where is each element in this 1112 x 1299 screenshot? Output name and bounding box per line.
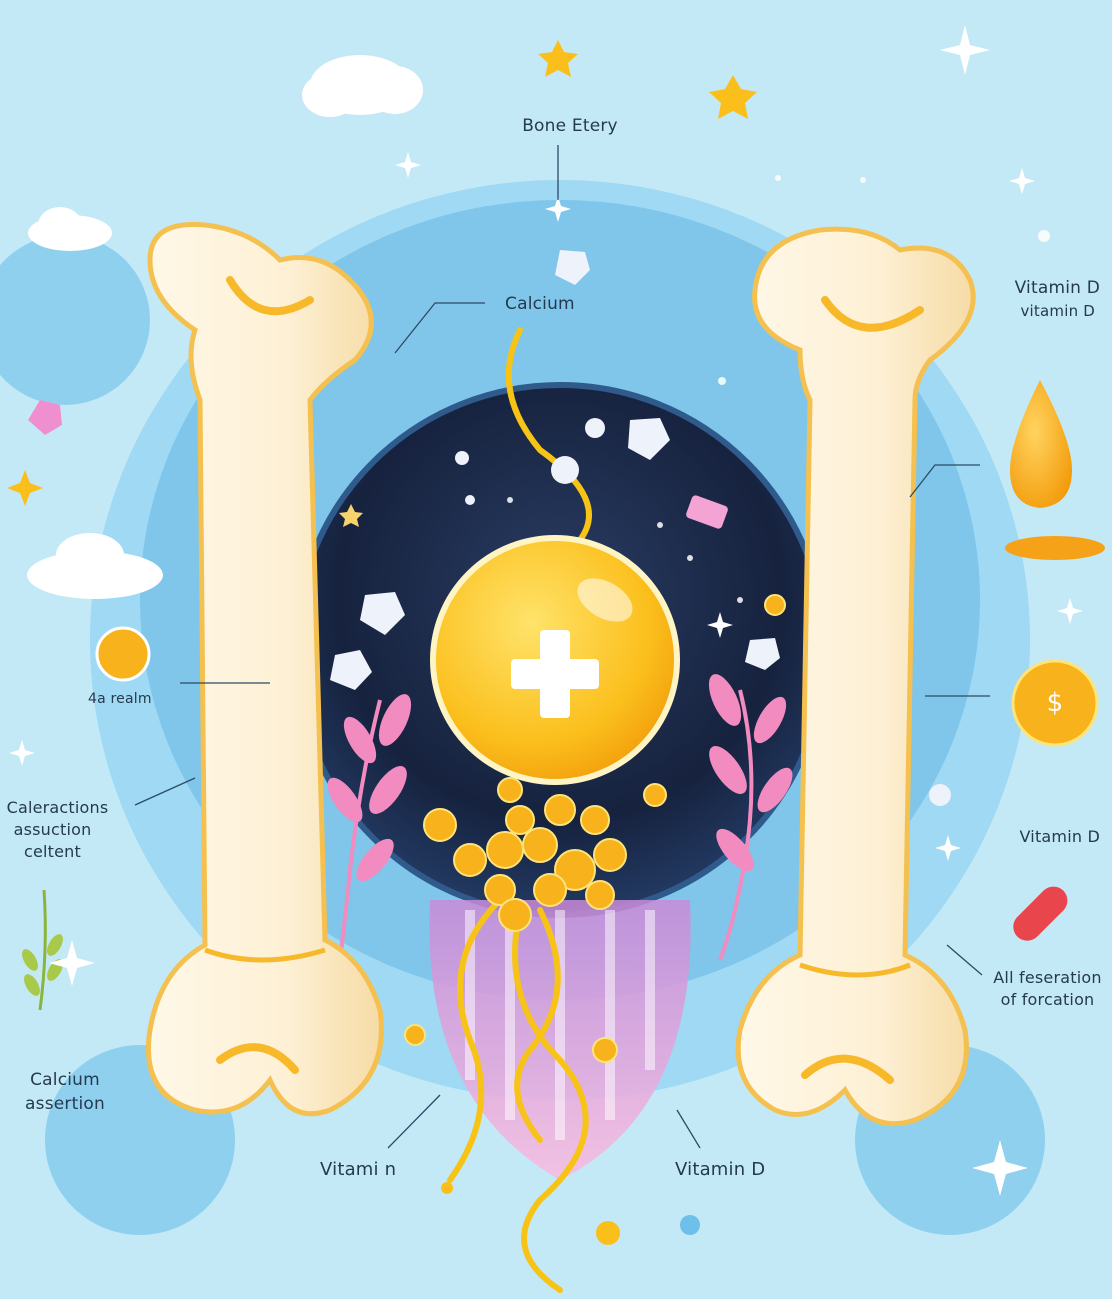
small-coin-icon <box>95 626 151 682</box>
label-left-mid-3: celtent <box>23 842 82 861</box>
dots <box>441 175 1050 1245</box>
label-left-bottom-1: Calcium <box>30 1070 100 1090</box>
drop-icon <box>1010 380 1072 508</box>
vitamin-strands <box>447 327 592 1293</box>
capsule-icon <box>1013 886 1068 941</box>
pink-gem <box>686 495 728 529</box>
sparkle-icon <box>9 25 1083 1196</box>
bone-icon <box>146 221 384 1117</box>
cloud-icon <box>28 207 112 251</box>
label-left-mid-1: Caleractions <box>6 798 109 817</box>
pink-gem <box>28 400 62 435</box>
label-left-mid-2: assuction <box>13 820 92 839</box>
label-bone-etery: Bone Etery <box>522 116 618 136</box>
label-right-bottom-1: All feseration <box>993 968 1102 987</box>
calcium-crystals <box>330 250 951 806</box>
label-vitamin-bottom-right: Vitamin D <box>675 1159 766 1180</box>
sparkle-icon <box>7 470 43 506</box>
leaf-icon <box>327 694 412 961</box>
coin-icon <box>1011 659 1099 747</box>
label-vitamin-d-right: Vitamin D <box>1019 827 1100 846</box>
cloud-icon <box>302 55 423 117</box>
label-right-bottom-2: of forcation <box>1000 990 1095 1009</box>
star-icon <box>339 504 363 527</box>
capsule-strip <box>1005 536 1105 560</box>
label-4a-realm: 4a realm <box>88 691 152 707</box>
cross-icon <box>511 630 599 718</box>
star-icon <box>538 40 578 77</box>
label-vitamin-d-top-2: vitamin D <box>1020 302 1095 320</box>
leaf-sprig-icon <box>38 889 47 1011</box>
coin-symbol: $ <box>1046 688 1064 718</box>
cloud-icon <box>27 533 163 599</box>
label-calcium-top: Calcium <box>505 294 575 314</box>
calcium-coin-pile <box>404 594 786 1063</box>
left-blob <box>0 235 150 405</box>
label-vitamin-bottom-left: Vitami n <box>320 1159 397 1180</box>
callout-lines <box>134 145 990 1149</box>
label-vitamin-d-top-1: Vitamin D <box>1014 278 1100 298</box>
bone-icon <box>735 226 976 1127</box>
leaf-icon <box>708 674 793 961</box>
label-left-bottom-2: assertion <box>25 1094 105 1114</box>
star-icon <box>709 75 757 119</box>
